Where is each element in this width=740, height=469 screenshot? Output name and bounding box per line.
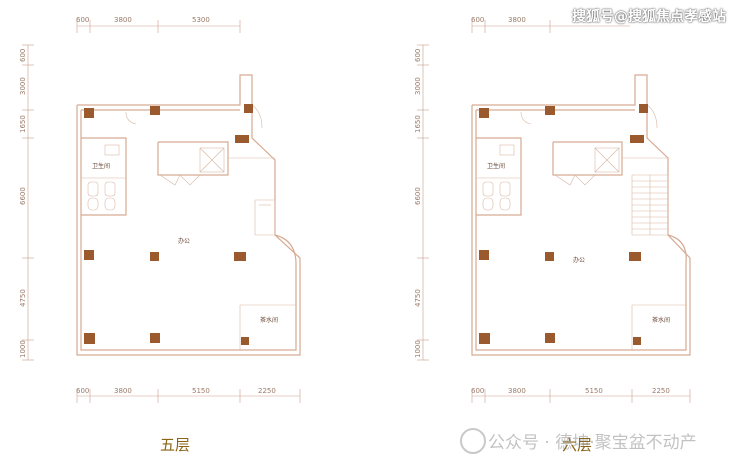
left-dim-3: 1650 bbox=[414, 115, 422, 133]
column bbox=[639, 104, 648, 113]
floor-label-6f: 六层 bbox=[562, 436, 593, 454]
column bbox=[234, 252, 246, 261]
column bbox=[150, 106, 160, 115]
room-toilet-6f: 卫生间 bbox=[487, 162, 505, 170]
top-dim-2: 3800 bbox=[114, 16, 132, 24]
top-dim-1: 600 bbox=[76, 16, 89, 24]
floor-label-5f: 五层 bbox=[160, 436, 191, 454]
top-dim-3: 5300 bbox=[192, 16, 210, 24]
column bbox=[479, 108, 489, 118]
left-dim-6: 1000 bbox=[19, 340, 27, 358]
column bbox=[633, 337, 641, 345]
column bbox=[241, 337, 249, 345]
left-dim-5: 4750 bbox=[19, 289, 27, 307]
stair-treads bbox=[632, 180, 668, 230]
bottom-dim-3: 5150 bbox=[585, 387, 603, 395]
column bbox=[150, 252, 159, 261]
bottom-dim-1: 600 bbox=[76, 387, 89, 395]
column bbox=[629, 252, 641, 261]
left-dim-6: 1000 bbox=[414, 340, 422, 358]
room-tea-5f: 茶水间 bbox=[260, 316, 278, 324]
floor-plan-5f: 600 3800 5300 600 3000 1650 6600 4750 10… bbox=[19, 16, 301, 403]
left-dim-3: 1650 bbox=[19, 115, 27, 133]
column bbox=[150, 333, 160, 343]
watermark-sohu: 搜狐号@搜狐焦点孝感站 bbox=[572, 9, 726, 25]
left-dim-1: 600 bbox=[414, 49, 422, 62]
column bbox=[545, 252, 554, 261]
room-tea-6f: 茶水间 bbox=[652, 316, 670, 324]
column bbox=[244, 104, 253, 113]
bottom-dim-2: 3800 bbox=[114, 387, 132, 395]
column bbox=[84, 333, 95, 344]
column bbox=[84, 108, 94, 118]
left-dim-2: 3000 bbox=[414, 77, 422, 95]
column bbox=[630, 135, 644, 143]
room-main-6f: 办公 bbox=[573, 256, 585, 264]
top-dim-2: 3800 bbox=[508, 16, 526, 24]
left-dim-4: 6600 bbox=[414, 187, 422, 205]
column bbox=[479, 250, 489, 260]
bottom-dim-2: 3800 bbox=[508, 387, 526, 395]
bottom-dim-3: 5150 bbox=[192, 387, 210, 395]
bottom-dim-1: 600 bbox=[471, 387, 484, 395]
watermark-wechat: 公众号 · 德坤·聚宝盆不动产 bbox=[488, 433, 697, 453]
bottom-dim-4: 2250 bbox=[652, 387, 670, 395]
column bbox=[545, 106, 555, 115]
room-toilet-5f: 卫生间 bbox=[92, 162, 110, 170]
room-main-5f: 办公 bbox=[178, 237, 190, 245]
left-dim-2: 3000 bbox=[19, 77, 27, 95]
wechat-logo-icon bbox=[460, 428, 486, 454]
top-dim-1: 600 bbox=[471, 16, 484, 24]
bottom-dim-4: 2250 bbox=[258, 387, 276, 395]
left-dim-5: 4750 bbox=[414, 289, 422, 307]
column bbox=[84, 250, 94, 260]
column bbox=[235, 135, 249, 143]
left-dim-4: 6600 bbox=[19, 187, 27, 205]
left-dim-1: 600 bbox=[19, 49, 27, 62]
floor-plan-6f: 600 3800 600 3000 1650 6600 4750 1000 bbox=[414, 16, 691, 403]
column bbox=[545, 333, 555, 343]
column bbox=[479, 333, 490, 344]
